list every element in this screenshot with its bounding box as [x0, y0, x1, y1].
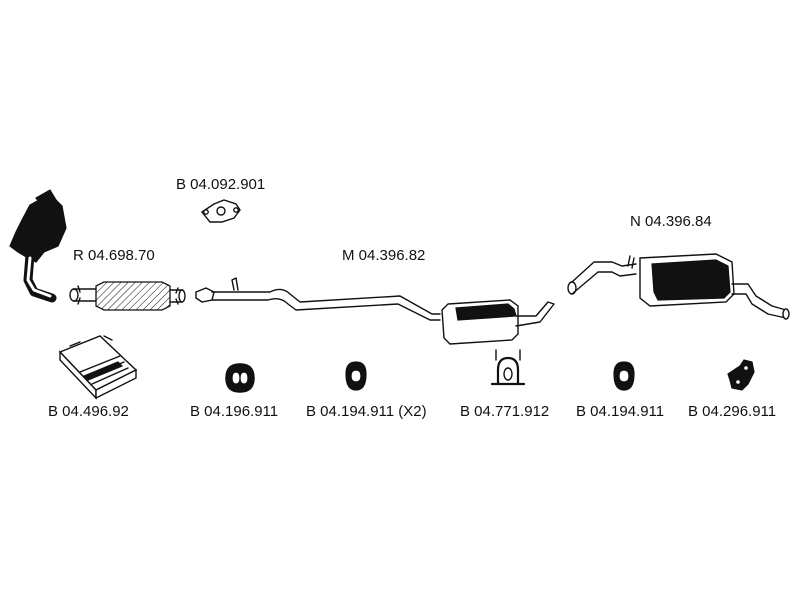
label-hanger-double: B 04.196.911: [190, 403, 279, 420]
middle-silencer-section: [195, 277, 555, 345]
label-middle-section: M 04.396.82: [342, 247, 426, 264]
exhaust-clamp: [490, 349, 526, 386]
label-bracket: B 04.296.911: [688, 403, 777, 420]
label-clamp: B 04.771.912: [460, 403, 550, 420]
rubber-hanger-rear: [613, 361, 635, 391]
label-rear-section: N 04.396.84: [630, 213, 712, 230]
catalytic-converter: [69, 281, 186, 311]
rubber-hanger-single: [345, 361, 367, 391]
mounting-bracket: [727, 359, 755, 391]
label-hanger-single: B 04.194.911 (X2): [306, 403, 427, 420]
manifold-downpipe: [9, 189, 67, 303]
gasket-top: [200, 199, 241, 223]
label-gasket-top: B 04.092.901: [176, 176, 266, 193]
rubber-hanger-double: [225, 363, 255, 393]
label-catalytic-converter: R 04.698.70: [73, 247, 155, 264]
rear-silencer-section: [567, 253, 790, 320]
fitting-kit-box: [58, 335, 138, 400]
label-hanger-rear: B 04.194.911: [576, 403, 665, 420]
label-fitting-kit: B 04.496.92: [48, 403, 129, 420]
